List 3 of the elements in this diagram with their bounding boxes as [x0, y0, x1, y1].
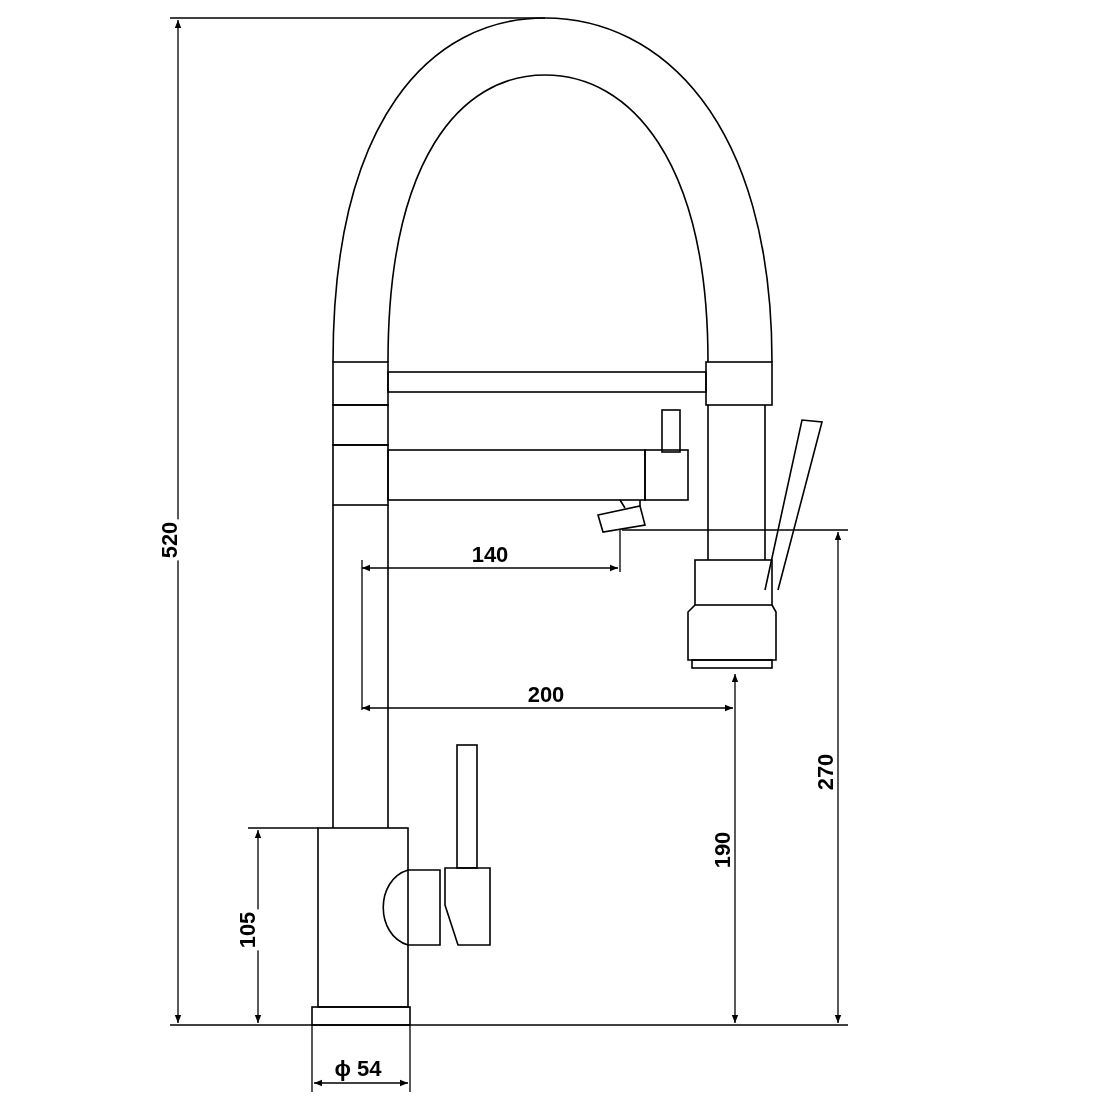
- dimension-label: 105: [237, 909, 259, 951]
- dimension-label: 520: [159, 519, 181, 561]
- dimension-label: ϕ 54: [332, 1058, 384, 1080]
